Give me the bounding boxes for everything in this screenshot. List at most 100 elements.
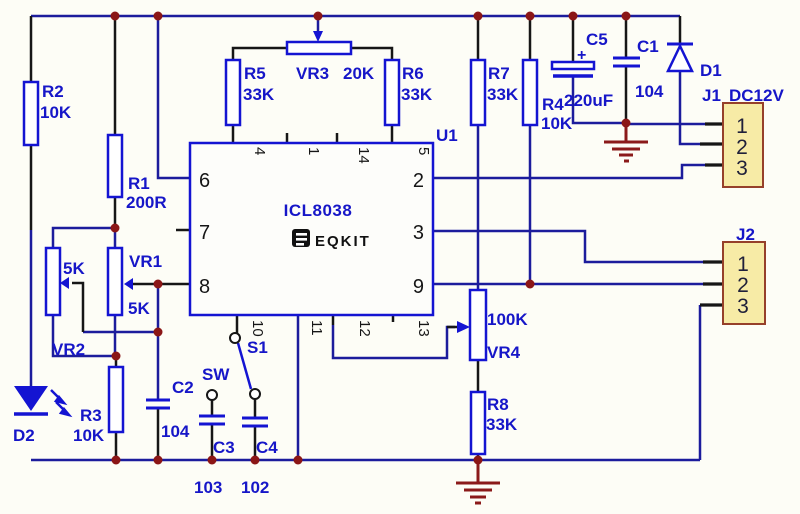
vr1-ref-label: VR1 (129, 252, 162, 271)
resistor-r8-body (469, 390, 487, 456)
ground-symbol-bottom (456, 460, 500, 505)
j1-ref-label: J1 (702, 86, 721, 105)
c1-value-label: 104 (635, 82, 664, 101)
j2-ref-label: J2 (736, 225, 755, 244)
r7-value-label: 33K (487, 85, 519, 104)
u1-part-label: ICL8038 (284, 201, 353, 220)
cap-c2 (146, 398, 170, 410)
u1-brand-label: EQKIT (315, 233, 371, 250)
connector-stubs (700, 122, 723, 307)
led-d2-triangle (14, 386, 48, 411)
j1-name-label: DC12V (729, 86, 784, 105)
pot-vr3-body (285, 40, 353, 56)
lead-stubs (29, 16, 682, 460)
resistor-r4-body (521, 58, 539, 127)
pot-vr4-body (468, 288, 488, 362)
r4-value-label: 10K (541, 114, 573, 133)
u1-ref-label: U1 (436, 126, 458, 145)
u1-pin-2: 2 (413, 170, 424, 192)
diode-d1 (666, 42, 694, 73)
r5-ref-label: R5 (244, 64, 266, 83)
cap-c4 (242, 416, 268, 428)
wires (29, 14, 705, 462)
c4-value-label: 102 (241, 478, 269, 497)
j1-pin3-label: 3 (736, 157, 748, 180)
u1-pin-5: 5 (415, 147, 432, 155)
vr2-ref-label: VR2 (52, 340, 85, 359)
vr4-value-label: 100K (487, 310, 528, 329)
c2-value-label: 104 (161, 422, 190, 441)
u1-pin-12: 12 (356, 320, 373, 337)
r3-value-label: 10K (73, 426, 105, 445)
d2-ref-label: D2 (13, 426, 35, 445)
u1-pin-6: 6 (199, 170, 210, 192)
u1-pin-11: 11 (308, 320, 325, 336)
r6-value-label: 33K (401, 85, 433, 104)
u1-pin-1: 1 (305, 147, 322, 155)
c5-ref-label: C5 (586, 30, 608, 49)
c5-plus-label: + (577, 47, 586, 64)
vr2-wiper-arrow-icon (60, 277, 69, 289)
d1-ref-label: D1 (700, 61, 722, 80)
vr3-value-label: 20K (343, 64, 375, 83)
r7-ref-label: R7 (488, 64, 510, 83)
junction-dots (110, 11, 631, 465)
cap-c5-electrolytic (550, 60, 596, 78)
vr4-wiper-arrow-icon (457, 321, 470, 333)
pot-vr2-body (44, 246, 62, 317)
r8-value-label: 33K (486, 415, 518, 434)
r2-ref-label: R2 (42, 82, 64, 101)
u1-pin-8: 8 (199, 276, 210, 298)
j2-pin1-label: 1 (737, 253, 749, 276)
connector-j2: 1 2 3 (722, 241, 766, 325)
resistor-r7-body (469, 58, 487, 127)
c2-ref-label: C2 (172, 378, 194, 397)
r4-ref-label: R4 (542, 95, 564, 114)
resistor-r6-body (383, 58, 401, 127)
r3-ref-label: R3 (80, 406, 102, 425)
connector-j1: 1 2 3 (722, 102, 764, 188)
ic-u1: U1 ICL8038 EQKIT 6 7 8 2 3 9 4 1 14 5 10… (188, 126, 458, 337)
j2-pin3-label: 3 (737, 295, 749, 318)
component-labels: R2 10K R1 200R R5 33K VR3 20K R6 33K R7 … (13, 30, 784, 497)
cap-c1 (613, 56, 640, 68)
capacitors (146, 56, 640, 428)
eqkit-logo-icon (292, 229, 310, 247)
c5-value-label: 220uF (564, 91, 613, 110)
vr1-value-label: 5K (128, 299, 150, 318)
c3-value-label: 103 (194, 478, 222, 497)
r1-value-label: 200R (126, 193, 167, 212)
c1-ref-label: C1 (637, 37, 659, 56)
r1-ref-label: R1 (128, 174, 150, 193)
r5-value-label: 33K (243, 85, 275, 104)
s1-ref-label: S1 (247, 338, 268, 357)
u1-pin-7: 7 (199, 222, 210, 244)
j1-pin1-label: 1 (736, 115, 748, 138)
vr3-ref-label: VR3 (296, 64, 329, 83)
u1-pin-9: 9 (413, 276, 424, 298)
j1-pin2-label: 2 (736, 136, 748, 159)
resistor-r1-body (106, 133, 124, 199)
r2-value-label: 10K (40, 103, 72, 122)
u1-pin-14: 14 (355, 147, 372, 164)
cap-c3 (199, 414, 225, 426)
u1-pin-10: 10 (249, 320, 266, 337)
vr3-wiper-arrow-icon (313, 31, 323, 42)
c4-ref-label: C4 (256, 438, 278, 457)
j2-pin2-label: 2 (737, 274, 749, 297)
r8-ref-label: R8 (487, 395, 509, 414)
r6-ref-label: R6 (402, 64, 424, 83)
led-emission-arrows-icon (50, 389, 73, 418)
u1-pin-13: 13 (415, 320, 432, 337)
resistor-r5-body (224, 58, 242, 127)
switch-s1 (206, 332, 261, 401)
vr4-ref-label: VR4 (487, 343, 521, 362)
ground-symbol-top (604, 123, 648, 163)
vr2-value-label: 5K (63, 259, 85, 278)
c3-ref-label: C3 (213, 438, 235, 457)
resistor-r3-body (107, 365, 125, 434)
resistor-r2-body (22, 80, 40, 147)
led-d2 (14, 386, 73, 418)
u1-pin-3: 3 (413, 222, 424, 244)
